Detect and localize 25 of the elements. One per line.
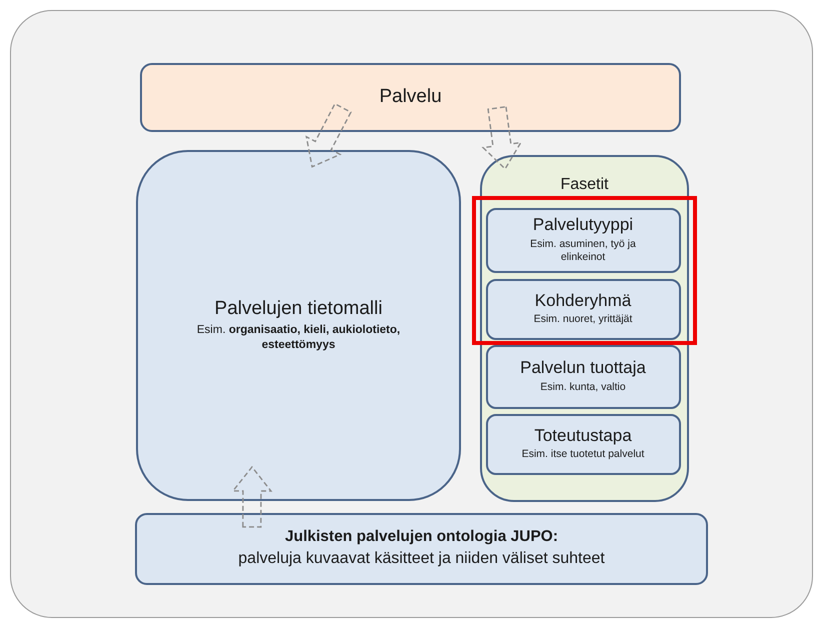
box-heading: Julkisten palvelujen ontologia JUPO: [284,528,558,547]
facet-box [486,278,680,340]
facet-box [486,208,680,272]
box-heading: Palvelu [379,86,442,109]
box-description: Esim. kunta, valtio [540,380,626,395]
box-heading: Palvelutyyppi [532,215,634,236]
facet-box [486,344,680,408]
box-heading: Toteutustapa [534,426,632,446]
block-arrow [232,466,272,528]
box-description: Esim. asuminen, työ ja elinkeinot [529,238,637,265]
block-arrow [305,102,352,168]
box-description: Esim. itse tuotetut palvelut [522,448,644,462]
box-heading: Kohderyhmä [534,290,632,312]
box-description: palveluja kuvaavat käsitteet ja niiden väliset suhteet [238,548,605,569]
box-heading: Fasetit [560,175,608,194]
box-heading: Palvelun tuottaja [520,358,646,379]
ontology-box [135,513,708,585]
facet-box [486,414,680,474]
service-box [140,63,681,132]
block-arrow [482,106,522,170]
facets-panel [480,155,689,502]
data-model-box [136,150,461,501]
box-description: Esim. organisaatio, kieli, aukiolotieto, esteettömyys [196,322,402,353]
box-heading: Palvelujen tietomalli [214,298,382,321]
box-description: Esim. nuoret, yrittäjät [534,313,632,328]
